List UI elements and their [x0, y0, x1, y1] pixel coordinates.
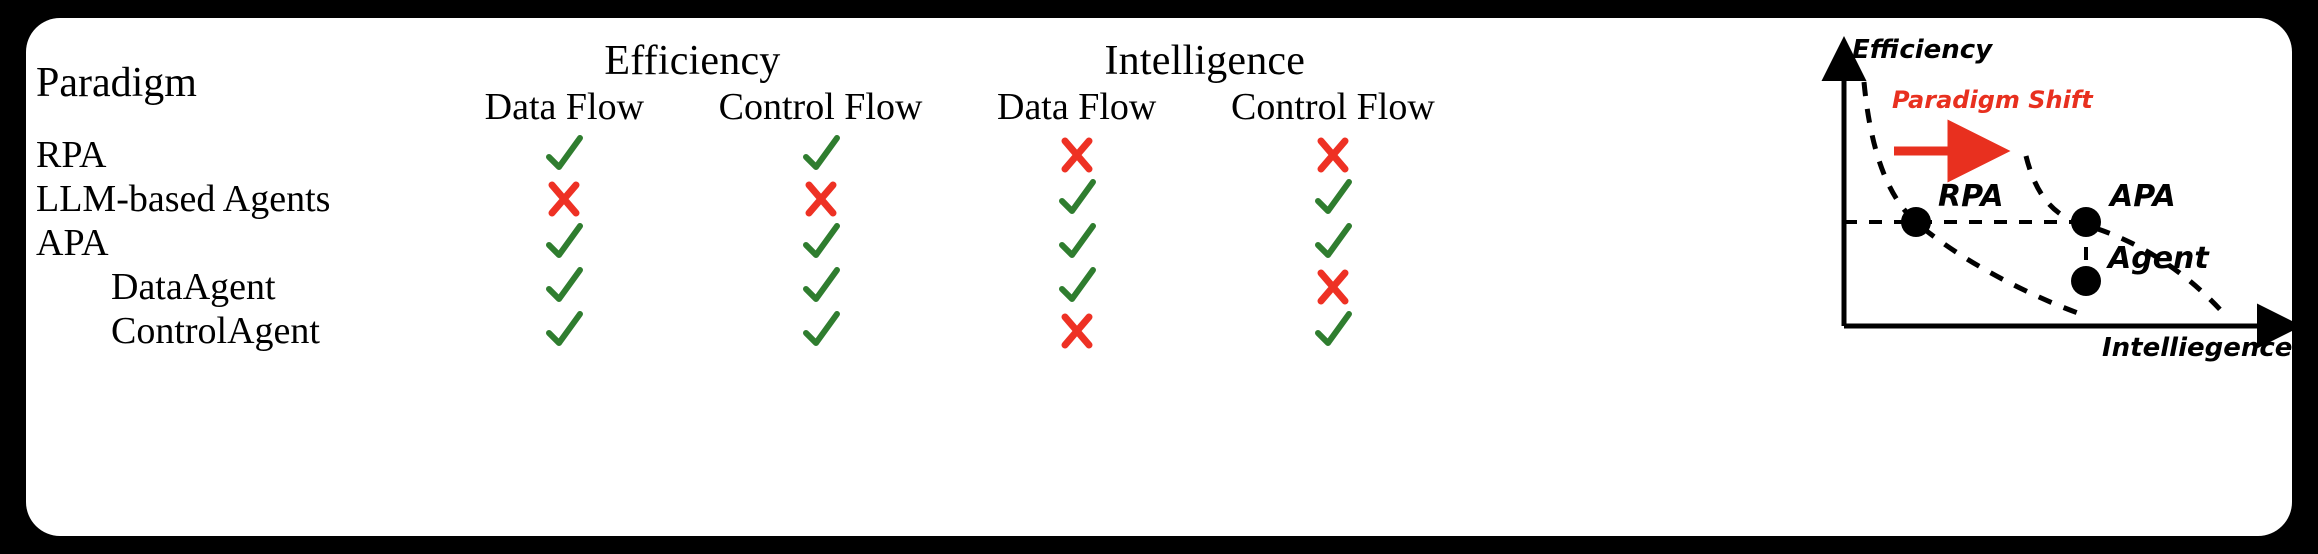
table-bottom-spacer	[36, 353, 1461, 367]
cell-controlagent-intelligence-control-flow	[1205, 309, 1461, 353]
point-agent	[2071, 266, 2101, 296]
cross-icon	[801, 177, 841, 221]
subheader-intelligence-data-flow: Data Flow	[997, 86, 1157, 128]
cell-controlagent-efficiency-control-flow	[692, 309, 948, 353]
check-icon	[1311, 177, 1355, 221]
subheader-intelligence-control-flow: Control Flow	[1231, 86, 1435, 128]
cross-icon	[1057, 309, 1097, 353]
cell-controlagent-efficiency-data-flow	[436, 309, 692, 353]
table-row: ControlAgent	[36, 309, 1461, 353]
row-label-dataagent: DataAgent	[111, 266, 276, 308]
row-label-controlagent: ControlAgent	[111, 310, 320, 352]
cell-apa-intelligence-control-flow	[1205, 221, 1461, 265]
cell-dataagent-intelligence-control-flow	[1205, 265, 1461, 309]
y-axis-label: Efficiency	[1852, 35, 1993, 65]
point-label-rpa: RPA	[1938, 179, 2004, 214]
check-icon	[1055, 177, 1099, 221]
check-icon	[1311, 309, 1355, 353]
cell-llm-based-agents-efficiency-data-flow	[436, 177, 692, 221]
table-rule-bottom	[36, 367, 1461, 372]
figure-card: Paradigm Efficiency Intelligence Data Fl…	[26, 18, 2302, 536]
check-icon	[1311, 221, 1355, 265]
cell-dataagent-intelligence-data-flow	[949, 265, 1205, 309]
point-apa	[2071, 207, 2101, 237]
cell-llm-based-agents-efficiency-control-flow	[692, 177, 948, 221]
cell-rpa-efficiency-control-flow	[692, 133, 948, 177]
group-header-efficiency: Efficiency	[604, 38, 781, 84]
table-row: LLM-based Agents	[36, 177, 1461, 221]
comparison-table: Paradigm Efficiency Intelligence Data Fl…	[36, 32, 1461, 372]
row-label-llm-based-agents: LLM-based Agents	[36, 178, 331, 220]
check-icon	[799, 265, 843, 309]
cell-rpa-intelligence-data-flow	[949, 133, 1205, 177]
paradigm-header: Paradigm	[36, 60, 197, 106]
check-icon	[542, 133, 586, 177]
table-row: RPA	[36, 133, 1461, 177]
tradeoff-curve-1	[1861, 81, 2087, 319]
cell-apa-efficiency-control-flow	[692, 221, 948, 265]
paradigm-shift-label: Paradigm Shift	[1892, 86, 2094, 114]
table-group-header-row: Paradigm Efficiency Intelligence	[36, 37, 1461, 106]
check-icon	[542, 309, 586, 353]
paradigm-shift-diagram: Efficiency Intelliegence Paradigm Shift	[1786, 26, 2306, 526]
cross-icon	[544, 177, 584, 221]
table-row: DataAgent	[36, 265, 1461, 309]
cell-llm-based-agents-intelligence-data-flow	[949, 177, 1205, 221]
point-rpa	[1901, 207, 1931, 237]
cell-apa-efficiency-data-flow	[436, 221, 692, 265]
cross-icon	[1057, 133, 1097, 177]
cross-icon	[1313, 133, 1353, 177]
check-icon	[799, 309, 843, 353]
table-subheader-row: Data Flow Control Flow Data Flow Control…	[36, 85, 1461, 129]
check-icon	[1055, 221, 1099, 265]
comparison-table-panel: Paradigm Efficiency Intelligence Data Fl…	[36, 32, 1486, 522]
cell-rpa-efficiency-data-flow	[436, 133, 692, 177]
cell-controlagent-intelligence-data-flow	[949, 309, 1205, 353]
point-label-agent: Agent	[2106, 241, 2210, 276]
point-label-apa: APA	[2108, 179, 2176, 214]
check-icon	[799, 221, 843, 265]
check-icon	[542, 265, 586, 309]
x-axis-label: Intelliegence	[2102, 333, 2292, 363]
tradeoff-curve-2	[2023, 155, 2228, 318]
check-icon	[799, 133, 843, 177]
check-icon	[542, 221, 586, 265]
row-label-apa: APA	[36, 222, 109, 264]
cell-apa-intelligence-data-flow	[949, 221, 1205, 265]
group-header-intelligence: Intelligence	[1104, 38, 1306, 84]
row-label-rpa: RPA	[36, 134, 107, 176]
subheader-efficiency-data-flow: Data Flow	[484, 86, 645, 128]
subheader-efficiency-control-flow: Control Flow	[718, 86, 923, 128]
cell-dataagent-efficiency-control-flow	[692, 265, 948, 309]
cross-icon	[1313, 265, 1353, 309]
cell-dataagent-efficiency-data-flow	[436, 265, 692, 309]
cell-rpa-intelligence-control-flow	[1205, 133, 1461, 177]
table-row: APA	[36, 221, 1461, 265]
check-icon	[1055, 265, 1099, 309]
cell-llm-based-agents-intelligence-control-flow	[1205, 177, 1461, 221]
